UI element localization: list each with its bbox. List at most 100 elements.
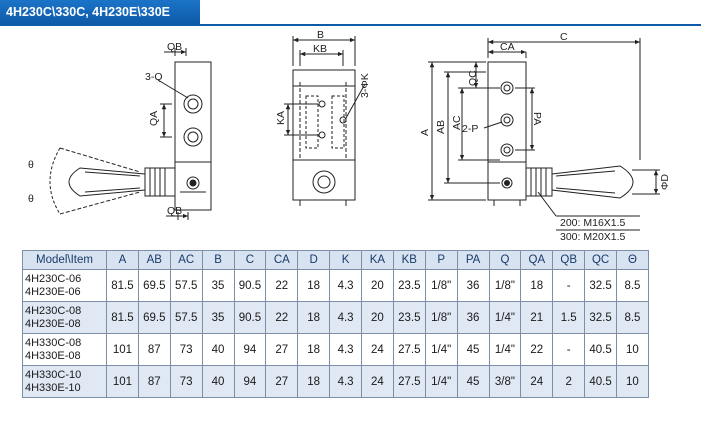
value-cell: 32.5	[584, 301, 617, 334]
label-b: B	[317, 29, 324, 41]
column-header: CA	[265, 250, 299, 270]
table-header-row: Model\Item A AB AC B C CA D K KA KB P PA…	[22, 250, 649, 270]
column-header: Model\Item	[22, 250, 107, 270]
value-cell: 23.5	[392, 301, 426, 334]
value-cell: 4.3	[329, 269, 362, 302]
value-cell: 94	[233, 365, 267, 398]
label-ca: CA	[500, 41, 515, 53]
value-cell: 32.5	[584, 269, 617, 302]
label-qa: QA	[148, 111, 160, 126]
value-cell: 45	[456, 365, 490, 398]
column-header: C	[233, 250, 267, 270]
model-name: 4H230C-08	[25, 304, 82, 317]
label-qb-bottom: QB	[167, 205, 182, 217]
label-ac: AC	[451, 115, 463, 130]
value-cell: 18	[297, 365, 331, 398]
value-cell: 20	[361, 269, 394, 302]
page-title: 4H230C\330C, 4H230E\330E	[0, 0, 200, 24]
value-cell: 73	[169, 365, 203, 398]
label-3q: 3-Q	[145, 71, 163, 83]
label-theta-bottom: θ	[28, 193, 34, 205]
value-cell: 57.5	[169, 301, 203, 334]
label-theta-top: θ	[28, 159, 34, 171]
value-cell: 87	[137, 365, 171, 398]
value-cell: 101	[106, 333, 139, 366]
column-header: AC	[169, 250, 203, 270]
value-cell: 1/4"	[424, 333, 458, 366]
value-cell: 22	[265, 301, 299, 334]
column-header: K	[329, 250, 362, 270]
column-header: B	[201, 250, 235, 270]
label-ab: AB	[435, 120, 447, 134]
label-3k: 3-ΦK	[359, 73, 371, 98]
model-name: 4H330E-08	[25, 349, 81, 362]
column-header: KB	[392, 250, 426, 270]
value-cell: -	[552, 333, 586, 366]
value-cell: 1/8"	[488, 269, 522, 302]
value-cell: 45	[456, 333, 490, 366]
column-header: A	[106, 250, 139, 270]
label-d: ΦD	[659, 174, 671, 190]
column-header: KA	[361, 250, 394, 270]
label-ka: KA	[275, 111, 287, 125]
column-header: D	[297, 250, 331, 270]
value-cell: 23.5	[392, 269, 426, 302]
label-c: C	[560, 31, 568, 43]
technical-drawing: QB 3-Q QA θ θ QB B KB 3-ΦK KA	[28, 29, 671, 243]
value-cell: 87	[137, 333, 171, 366]
value-cell: 24	[520, 365, 554, 398]
value-cell: 8.5	[616, 269, 649, 302]
value-cell: 36	[456, 269, 490, 302]
column-header: AB	[137, 250, 171, 270]
label-kb: KB	[313, 43, 327, 55]
value-cell: 24	[361, 333, 394, 366]
side-view-right	[428, 38, 660, 231]
model-name: 4H230C-06	[25, 272, 82, 285]
value-cell: 81.5	[106, 301, 139, 334]
value-cell: 4.3	[329, 333, 362, 366]
value-cell: -	[552, 269, 586, 302]
value-cell: 73	[169, 333, 203, 366]
value-cell: 27.5	[392, 333, 426, 366]
value-cell: 36	[456, 301, 490, 334]
value-cell: 27	[265, 365, 299, 398]
value-cell: 40.5	[584, 365, 617, 398]
value-cell: 10	[616, 333, 649, 366]
model-name: 4H230E-08	[25, 317, 81, 330]
value-cell: 10	[616, 365, 649, 398]
side-view-left	[49, 48, 212, 220]
label-thread-200: 200: M16X1.5	[560, 217, 626, 229]
value-cell: 4.3	[329, 301, 362, 334]
value-cell: 40	[201, 333, 235, 366]
value-cell: 1/8"	[424, 301, 458, 334]
value-cell: 69.5	[137, 301, 171, 334]
value-cell: 90.5	[233, 301, 267, 334]
label-pa: PA	[531, 112, 543, 125]
column-header: QC	[584, 250, 617, 270]
value-cell: 35	[201, 301, 235, 334]
model-name: 4H230E-06	[25, 285, 81, 298]
value-cell: 2	[552, 365, 586, 398]
column-header: P	[424, 250, 458, 270]
value-cell: 18	[297, 301, 331, 334]
value-cell: 27.5	[392, 365, 426, 398]
value-cell: 22	[265, 269, 299, 302]
value-cell: 90.5	[233, 269, 267, 302]
value-cell: 1/4"	[424, 365, 458, 398]
label-thread-300: 300: M20X1.5	[560, 231, 626, 243]
model-name: 4H330C-08	[25, 336, 82, 349]
value-cell: 18	[520, 269, 554, 302]
value-cell: 40.5	[584, 333, 617, 366]
model-name: 4H330E-10	[25, 381, 81, 394]
value-cell: 27	[265, 333, 299, 366]
value-cell: 69.5	[137, 269, 171, 302]
value-cell: 94	[233, 333, 267, 366]
spec-table: Model\Item A AB AC B C CA D K KA KB P PA…	[22, 250, 649, 398]
value-cell: 101	[106, 365, 139, 398]
